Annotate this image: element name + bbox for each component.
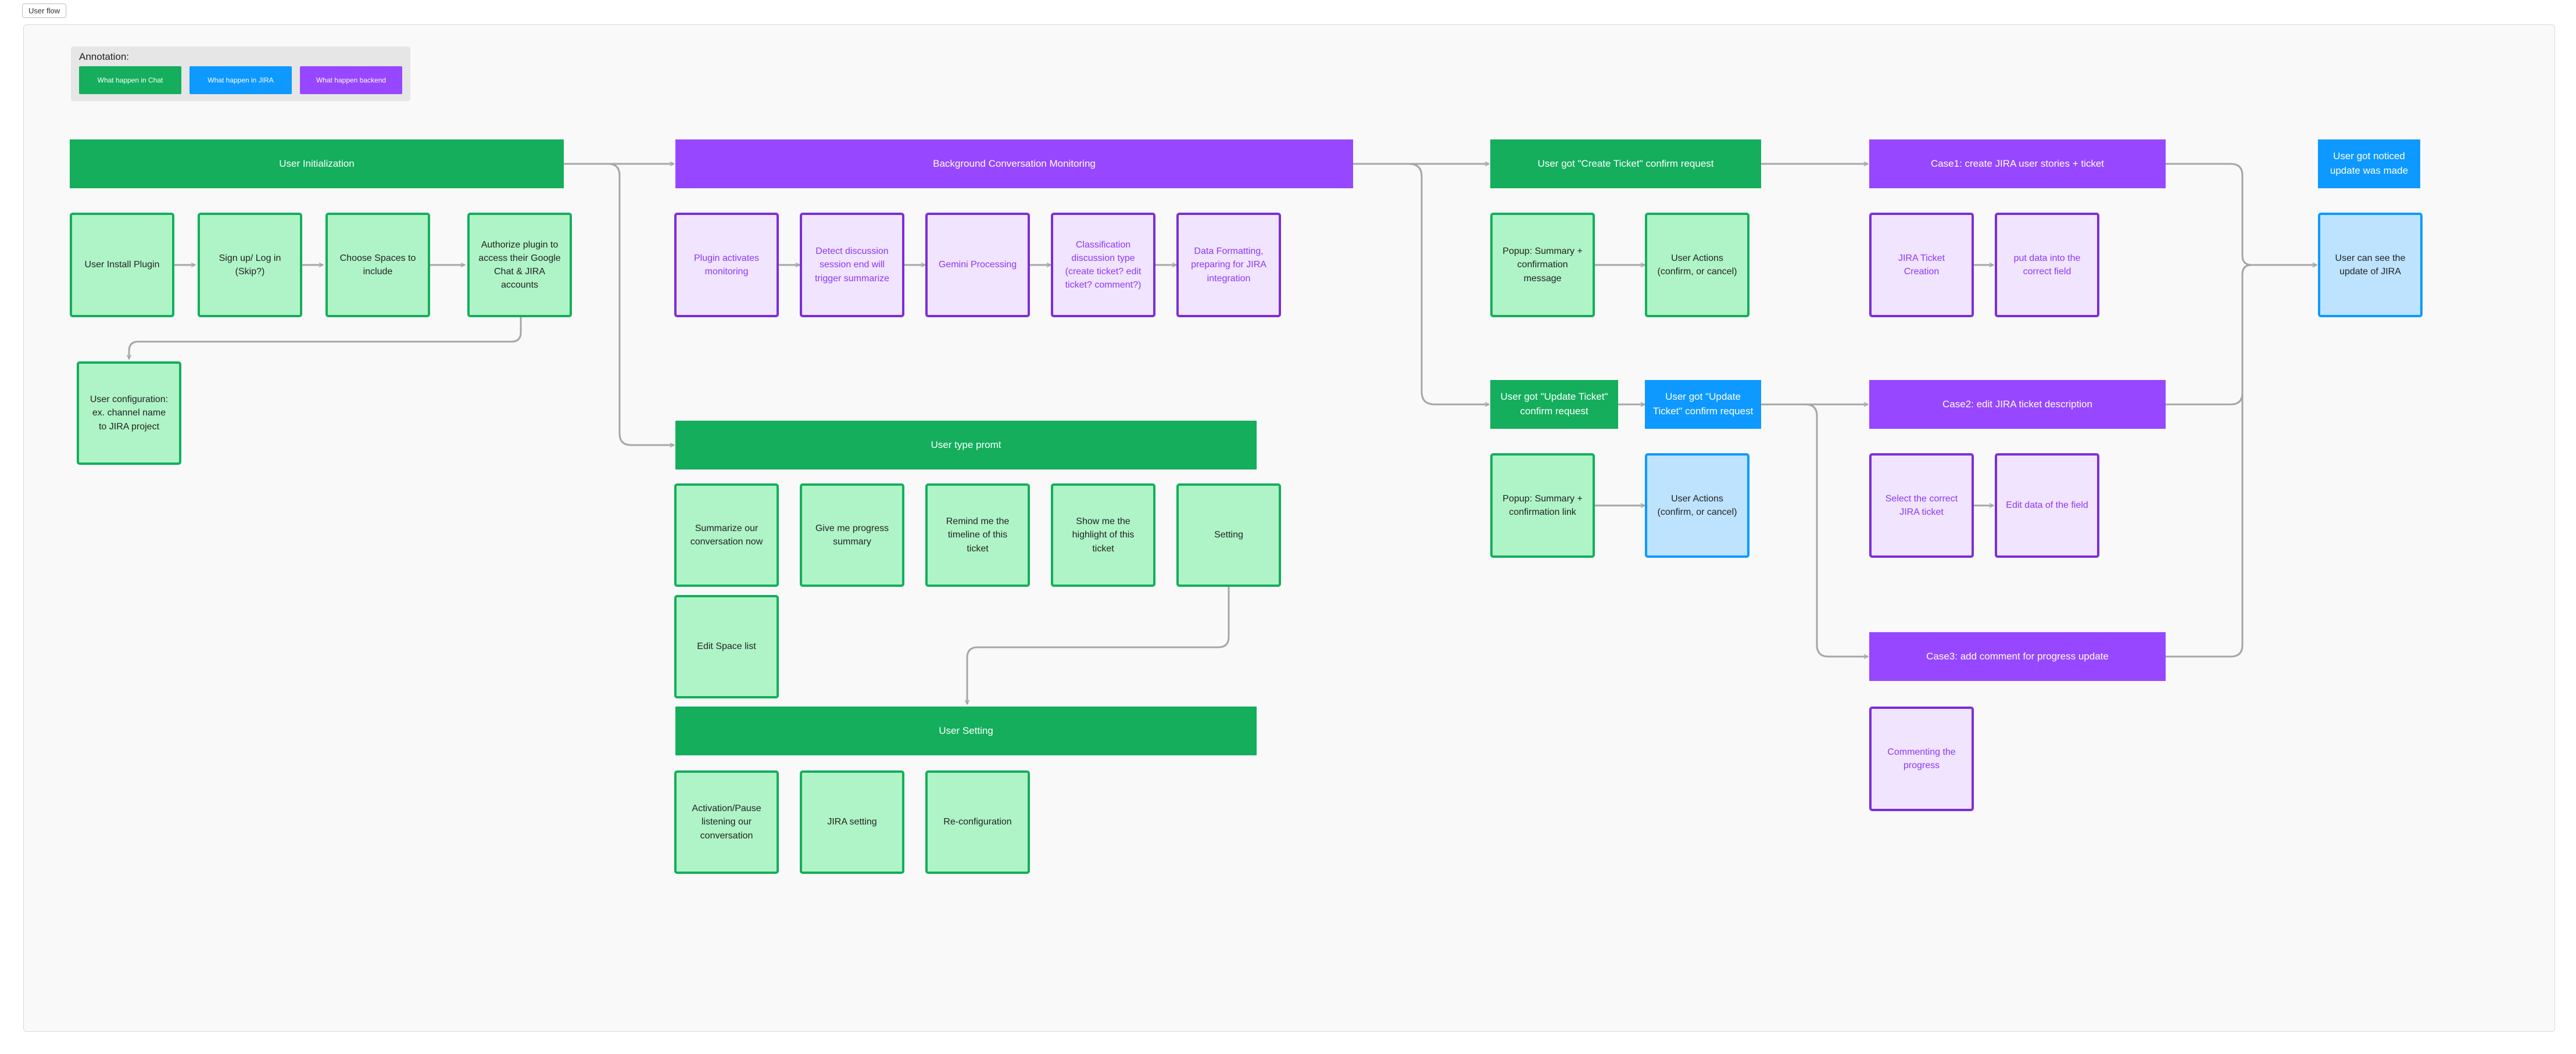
monitoring-step-format[interactable]: Data Formatting, preparing for JIRA inte… xyxy=(1176,213,1281,317)
monitoring-header[interactable]: Background Conversation Monitoring xyxy=(675,139,1353,188)
legend-title: Annotation: xyxy=(79,51,130,62)
init-step-authorize[interactable]: Authorize plugin to access their Google … xyxy=(467,213,572,317)
user-flow-frame xyxy=(23,24,2555,1032)
init-step-install[interactable]: User Install Plugin xyxy=(70,213,174,317)
arrow-case3-to-result xyxy=(2166,265,2317,658)
settings-reconfiguration[interactable]: Re-configuration xyxy=(925,770,1030,874)
monitoring-step-classify[interactable]: Classification discussion type (create t… xyxy=(1051,213,1155,317)
settings-jira[interactable]: JIRA setting xyxy=(800,770,904,874)
init-config[interactable]: User configuration: ex. channel name to … xyxy=(77,361,181,465)
create-user-actions[interactable]: User Actions (confirm, or cancel) xyxy=(1645,213,1749,317)
prompt-header[interactable]: User type promt xyxy=(675,421,1257,469)
settings-activation[interactable]: Activation/Pause listening our conversat… xyxy=(674,770,779,874)
arrow-init-to-prompt xyxy=(607,163,674,445)
legend-backend-chip: What happen backend xyxy=(300,66,402,94)
case2-header[interactable]: Case2: edit JIRA ticket description xyxy=(1869,380,2166,429)
monitoring-step-gemini[interactable]: Gemini Processing xyxy=(925,213,1030,317)
prompt-progress[interactable]: Give me progress summary xyxy=(800,483,904,587)
case1-put-data[interactable]: put data into the correct field xyxy=(1995,213,2099,317)
prompt-summarize[interactable]: Summarize our conversation now xyxy=(674,483,779,587)
arrow-update-to-case3 xyxy=(1805,403,1868,657)
arrow-case2-to-result xyxy=(2166,265,2317,406)
prompt-edit-space-list[interactable]: Edit Space list xyxy=(674,595,779,698)
case2-edit-field[interactable]: Edit data of the field xyxy=(1995,453,2099,558)
arrow-case1-to-result xyxy=(2166,163,2317,265)
init-header[interactable]: User Initialization xyxy=(70,139,564,188)
update-confirm-jira-header[interactable]: User got "Update Ticket" confirm request xyxy=(1645,380,1761,429)
case2-select-ticket[interactable]: Select the correct JIRA ticket xyxy=(1869,453,1974,558)
arrow-setting-to-usersetting xyxy=(967,587,1230,704)
legend-jira-chip: What happen in JIRA xyxy=(189,66,292,94)
init-step-spaces[interactable]: Choose Spaces to include xyxy=(325,213,430,317)
case1-header[interactable]: Case1: create JIRA user stories + ticket xyxy=(1869,139,2166,188)
monitoring-step-activate[interactable]: Plugin activates monitoring xyxy=(674,213,779,317)
update-user-actions[interactable]: User Actions (confirm, or cancel) xyxy=(1645,453,1749,558)
update-popup[interactable]: Popup: Summary + confirmation link xyxy=(1490,453,1595,558)
result-see-update[interactable]: User can see the update of JIRA xyxy=(2318,213,2423,317)
prompt-setting[interactable]: Setting xyxy=(1176,483,1281,587)
create-confirm-header[interactable]: User got "Create Ticket" confirm request xyxy=(1490,139,1761,188)
frame-label[interactable]: User flow xyxy=(22,3,67,18)
prompt-highlight[interactable]: Show me the highlight of this ticket xyxy=(1051,483,1155,587)
case3-header[interactable]: Case3: add comment for progress update xyxy=(1869,632,2166,681)
update-confirm-chat-header[interactable]: User got "Update Ticket" confirm request xyxy=(1490,380,1618,429)
arrow-authorize-to-config xyxy=(129,317,522,359)
result-header[interactable]: User got noticed update was made xyxy=(2318,139,2420,188)
create-popup[interactable]: Popup: Summary + confirmation message xyxy=(1490,213,1595,317)
case1-ticket-creation[interactable]: JIRA Ticket Creation xyxy=(1869,213,1974,317)
case3-commenting[interactable]: Commenting the progress xyxy=(1869,707,1974,811)
settings-header[interactable]: User Setting xyxy=(675,707,1257,755)
prompt-timeline[interactable]: Remind me the timeline of this ticket xyxy=(925,483,1030,587)
init-step-signup[interactable]: Sign up/ Log in (Skip?) xyxy=(198,213,302,317)
legend-panel: Annotation: What happen in Chat What hap… xyxy=(71,46,410,101)
arrow-monitoring-to-update xyxy=(1408,163,1489,404)
legend-chat-chip: What happen in Chat xyxy=(79,66,181,94)
monitoring-step-detect[interactable]: Detect discussion session end will trigg… xyxy=(800,213,904,317)
